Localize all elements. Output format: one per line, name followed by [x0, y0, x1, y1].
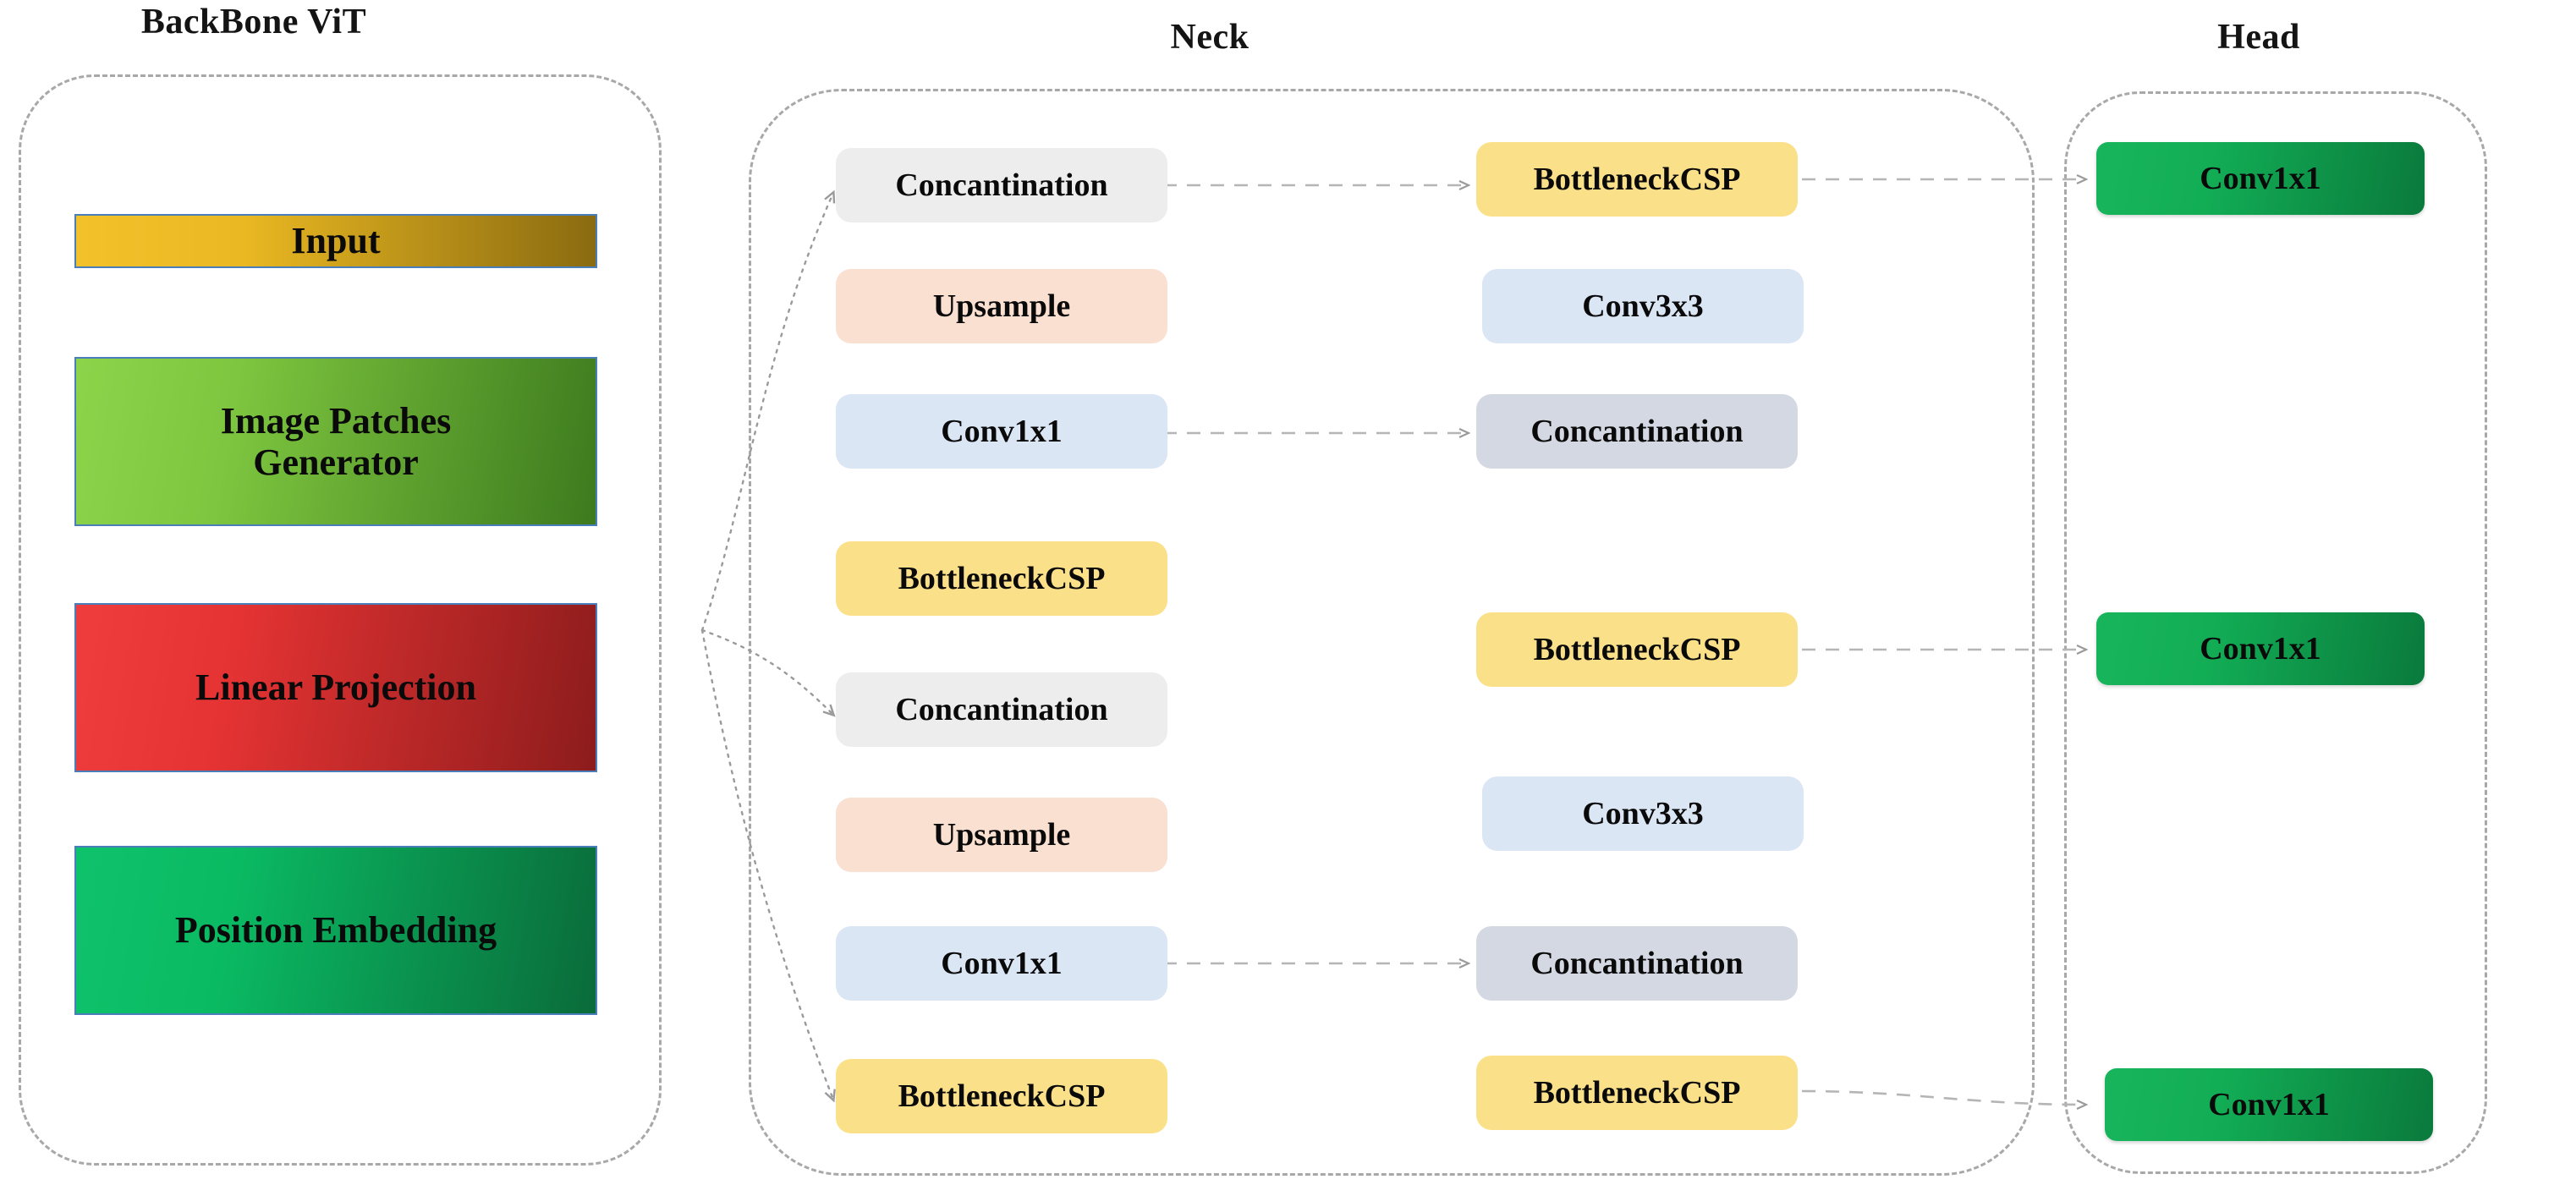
- neck-c2-block-bottleneckcsp-1[interactable]: BottleneckCSP: [1476, 142, 1798, 217]
- neck-c2-block-conv3x3-1[interactable]: Conv3x3: [1482, 269, 1804, 343]
- backbone-group-frame: [19, 74, 662, 1166]
- neck-c1-block-concantination-2[interactable]: Concantination: [836, 672, 1167, 747]
- neck-c1-block-bottleneckcsp-1[interactable]: BottleneckCSP: [836, 541, 1167, 616]
- neck-c1-block-conv1x1-2[interactable]: Conv1x1: [836, 926, 1167, 1001]
- backbone-block-linear-projection[interactable]: Linear Projection: [74, 603, 597, 772]
- head-block-conv1x1-3[interactable]: Conv1x1: [2105, 1068, 2433, 1141]
- backbone-block-image-patches-generator[interactable]: Image Patches Generator: [74, 357, 597, 526]
- neck-c1-block-concantination-1[interactable]: Concantination: [836, 148, 1167, 222]
- head-block-conv1x1-1[interactable]: Conv1x1: [2096, 142, 2425, 215]
- neck-c2-block-bottleneckcsp-2[interactable]: BottleneckCSP: [1476, 612, 1798, 687]
- neck-c2-block-concantination-1[interactable]: Concantination: [1476, 394, 1798, 469]
- neck-c1-block-upsample-1[interactable]: Upsample: [836, 269, 1167, 343]
- head-group-frame: [2064, 91, 2487, 1174]
- neck-section-title: Neck: [1170, 18, 1250, 57]
- neck-c2-block-concantination-2[interactable]: Concantination: [1476, 926, 1798, 1001]
- backbone-block-input[interactable]: Input: [74, 214, 597, 268]
- neck-c2-block-conv3x3-2[interactable]: Conv3x3: [1482, 776, 1804, 851]
- neck-group-frame: [749, 89, 2035, 1176]
- backbone-block-label: Image Patches Generator: [220, 399, 452, 483]
- backbone-block-position-embedding[interactable]: Position Embedding: [74, 846, 597, 1015]
- neck-c1-block-bottleneckcsp-2[interactable]: BottleneckCSP: [836, 1059, 1167, 1133]
- head-block-conv1x1-2[interactable]: Conv1x1: [2096, 612, 2425, 685]
- head-section-title: Head: [2217, 18, 2300, 57]
- neck-c1-block-upsample-2[interactable]: Upsample: [836, 798, 1167, 872]
- neck-c1-block-conv1x1-1[interactable]: Conv1x1: [836, 394, 1167, 469]
- neck-c2-block-bottleneckcsp-3[interactable]: BottleneckCSP: [1476, 1056, 1798, 1130]
- backbone-section-title: BackBone ViT: [140, 3, 367, 41]
